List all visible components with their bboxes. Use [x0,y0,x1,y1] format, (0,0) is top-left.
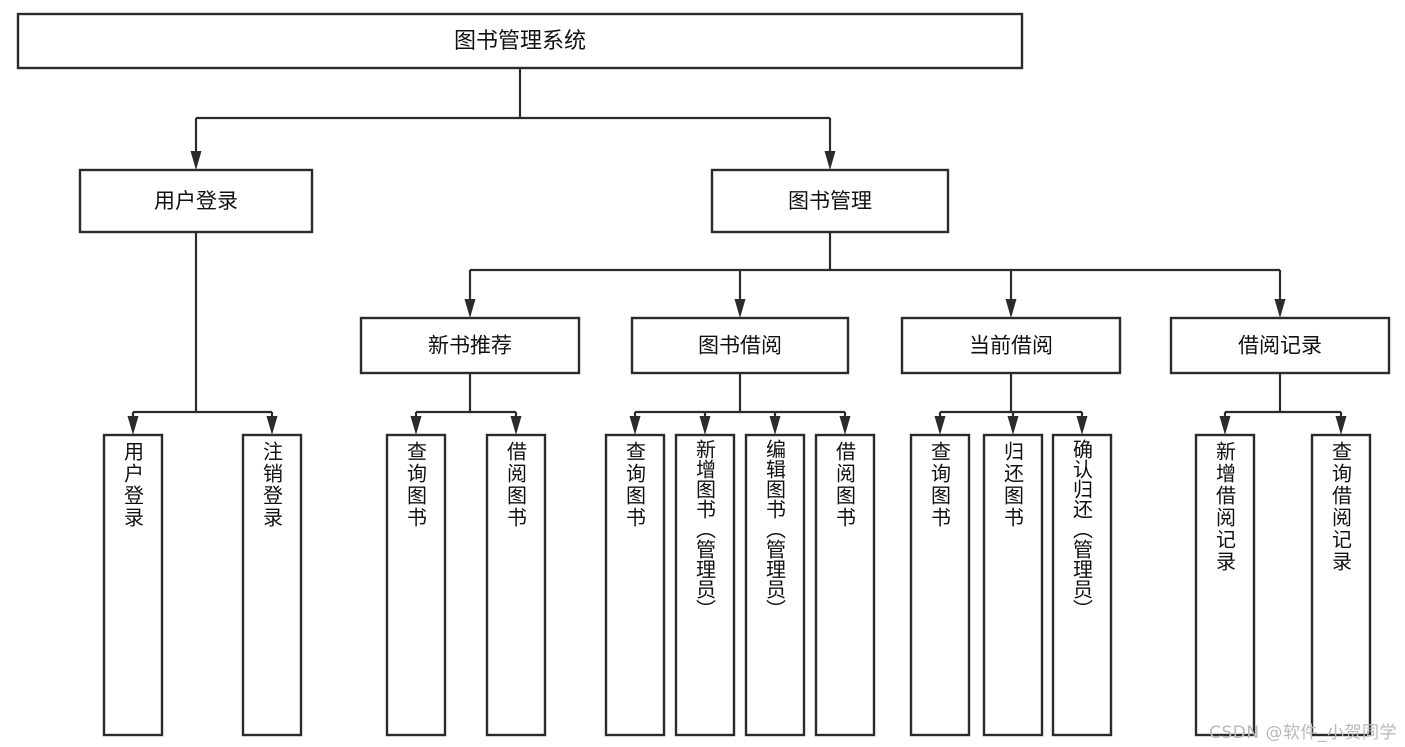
node-box-leaf-user-logout[interactable] [241,433,303,737]
node-label-borrow-record: 借阅记录 [1238,334,1322,358]
node-label-current-borrow: 当前借阅 [969,334,1053,358]
arrow-head-leaf-query-book-1 [410,416,422,435]
arrow-head-leaf-edit-book [769,416,781,435]
node-box-leaf-query-book-1[interactable] [385,433,447,737]
node-box-leaf-borrow-book-2[interactable] [814,433,876,737]
node-box-book-borrow[interactable] [630,316,850,375]
node-box-layer [16,12,1391,737]
arrow-head-current-borrow [1005,299,1017,318]
node-box-leaf-edit-book[interactable] [744,433,806,737]
arrow-head-leaf-borrow-book-2 [839,416,851,435]
arrow-head-new-book-recommend [464,299,476,318]
arrow-head-user-login [190,151,202,170]
node-label-root: 图书管理系统 [454,29,586,54]
node-box-borrow-record[interactable] [1169,316,1391,375]
node-box-leaf-confirm-return[interactable] [1051,433,1113,737]
arrow-head-book-manage [824,151,836,170]
arrow-head-leaf-confirm-return [1076,416,1088,435]
node-box-current-borrow[interactable] [900,316,1122,375]
node-box-book-manage[interactable] [710,168,950,234]
arrow-head-leaf-return-book [1007,416,1019,435]
arrow-head-book-borrow [734,299,746,318]
node-box-user-login[interactable] [78,168,314,234]
node-label-book-manage: 图书管理 [788,189,872,213]
node-box-root[interactable] [16,12,1024,70]
node-box-leaf-add-record[interactable] [1194,433,1256,737]
arrow-head-leaf-user-logout [266,416,278,435]
arrow-head-leaf-query-record [1335,416,1347,435]
node-box-leaf-add-book[interactable] [674,433,736,737]
arrow-head-leaf-borrow-book-1 [510,416,522,435]
arrow-head-leaf-query-book-2 [629,416,641,435]
node-box-leaf-query-book-3[interactable] [909,433,971,737]
node-box-leaf-query-book-2[interactable] [604,433,666,737]
arrow-head-leaf-query-book-3 [934,416,946,435]
node-box-leaf-borrow-book-1[interactable] [485,433,547,737]
node-label-book-borrow: 图书借阅 [698,334,782,358]
node-box-leaf-return-book[interactable] [982,433,1044,737]
node-box-leaf-user-login[interactable] [102,433,164,737]
arrow-head-leaf-add-record [1219,416,1231,435]
node-box-leaf-query-record[interactable] [1310,433,1372,737]
arrow-head-borrow-record [1274,299,1286,318]
connector-layer [127,68,1347,435]
csdn-watermark: CSDN @软件_小贺同学 [1209,723,1397,743]
arrow-head-leaf-user-login [127,416,139,435]
node-label-new-book-recommend: 新书推荐 [428,334,512,358]
arrow-head-leaf-add-book [699,416,711,435]
node-box-new-book-recommend[interactable] [359,316,581,375]
node-label-user-login: 用户登录 [154,189,238,213]
